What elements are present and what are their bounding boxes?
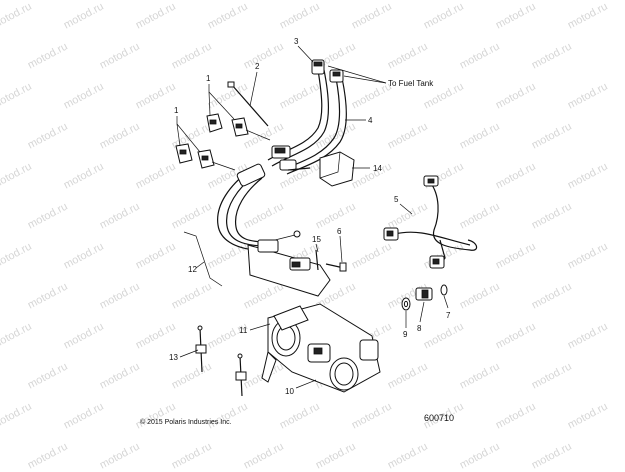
callout-11: 11 xyxy=(239,326,248,335)
callout-1-upper: 1 xyxy=(206,74,211,83)
fuel-pump-relay xyxy=(319,151,355,187)
fuel-injector-lower-2 xyxy=(197,149,236,171)
callout-5: 5 xyxy=(394,195,399,204)
harness-clip-right xyxy=(235,353,247,397)
callout-12: 12 xyxy=(188,265,197,274)
callout-15: 15 xyxy=(312,235,321,244)
fuel-rail-hoses xyxy=(217,163,269,251)
callout-2: 2 xyxy=(255,62,260,71)
leader-lines xyxy=(176,45,449,389)
fuel-injector-lower-1 xyxy=(175,143,193,164)
map-sensor xyxy=(415,287,433,301)
callout-9: 9 xyxy=(403,330,408,339)
callout-8: 8 xyxy=(417,324,422,333)
sensor-harness xyxy=(383,175,478,269)
quick-connect-fitting xyxy=(271,145,311,171)
o-ring xyxy=(440,284,448,296)
washer xyxy=(401,297,411,311)
throttle-lever xyxy=(261,351,277,383)
fuel-rail xyxy=(247,230,331,297)
bolt-short xyxy=(315,249,319,271)
callout-10: 10 xyxy=(285,387,294,396)
callout-4: 4 xyxy=(368,116,373,125)
fuel-injector-upper-1 xyxy=(206,113,223,133)
copyright-text: © 2015 Polaris Industries Inc. xyxy=(140,418,232,426)
diagram-part-number: 600710 xyxy=(424,413,454,423)
hose-fitting-top-right xyxy=(329,69,344,83)
callout-13: 13 xyxy=(169,353,178,362)
fuel-injector-upper-2 xyxy=(231,117,271,141)
fuel-tank-note: To Fuel Tank xyxy=(388,79,434,88)
callout-7: 7 xyxy=(446,311,451,320)
callout-labels: 1 1 2 3 4 5 6 7 8 9 10 11 12 13 14 15 xyxy=(169,37,451,396)
callout-6: 6 xyxy=(337,227,342,236)
callout-1-lower: 1 xyxy=(174,106,179,115)
throttle-body xyxy=(267,303,381,393)
callout-3: 3 xyxy=(294,37,299,46)
harness-clip-left xyxy=(195,325,207,373)
callout-14: 14 xyxy=(373,164,382,173)
mounting-bolt xyxy=(325,262,347,272)
hose-fitting-top-left xyxy=(311,59,325,75)
